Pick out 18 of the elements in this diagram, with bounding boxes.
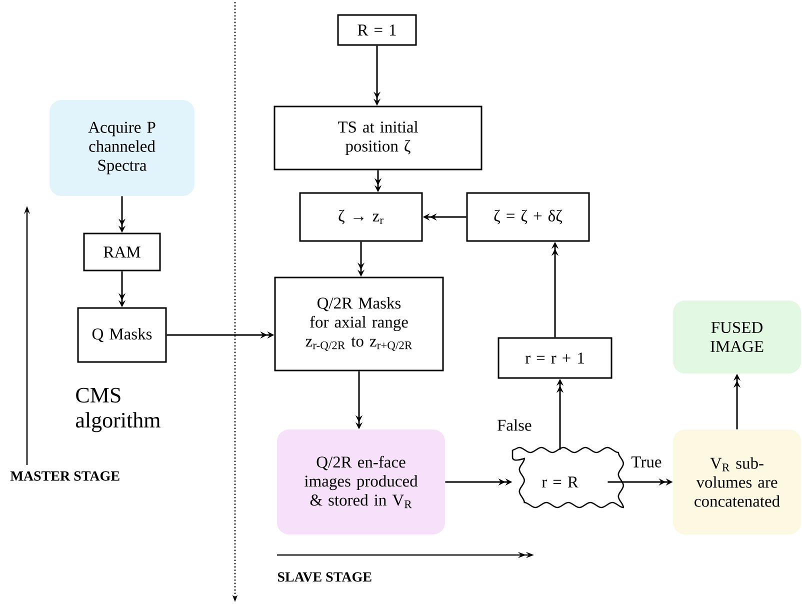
process-box: r = r + 1 [498, 337, 612, 379]
process-box: Q Masks [77, 307, 167, 363]
process-box: Acquire P channeled Spectra [50, 100, 194, 196]
decision-shape: r = R [512, 446, 624, 508]
process-box: V$_{R}$ sub-volumes are concatenated [673, 430, 802, 534]
text-label: SLAVE STAGE [278, 572, 372, 582]
process-box: R = 1 [337, 14, 417, 46]
edge-label: False [496, 418, 533, 432]
process-box: Q/2R Masks for axial range z$_{r-Q/2R}$ to z$_{r+Q/2R}$ [274, 276, 444, 372]
process-box: RAM [83, 232, 161, 272]
process-box: TS at initial position ζ [274, 106, 482, 170]
process-box: ζ → z$_{r}$ [299, 192, 423, 242]
process-box: Q/2R en-face images produced & stored in V$_{R}$ [277, 430, 445, 534]
process-box: FUSED IMAGE [673, 300, 802, 374]
text-label: CMS algorithm [76, 388, 160, 432]
edge-label: True [630, 456, 663, 468]
process-box: ζ = ζ + δζ [466, 192, 590, 242]
text-label: MASTER STAGE [10, 471, 120, 481]
